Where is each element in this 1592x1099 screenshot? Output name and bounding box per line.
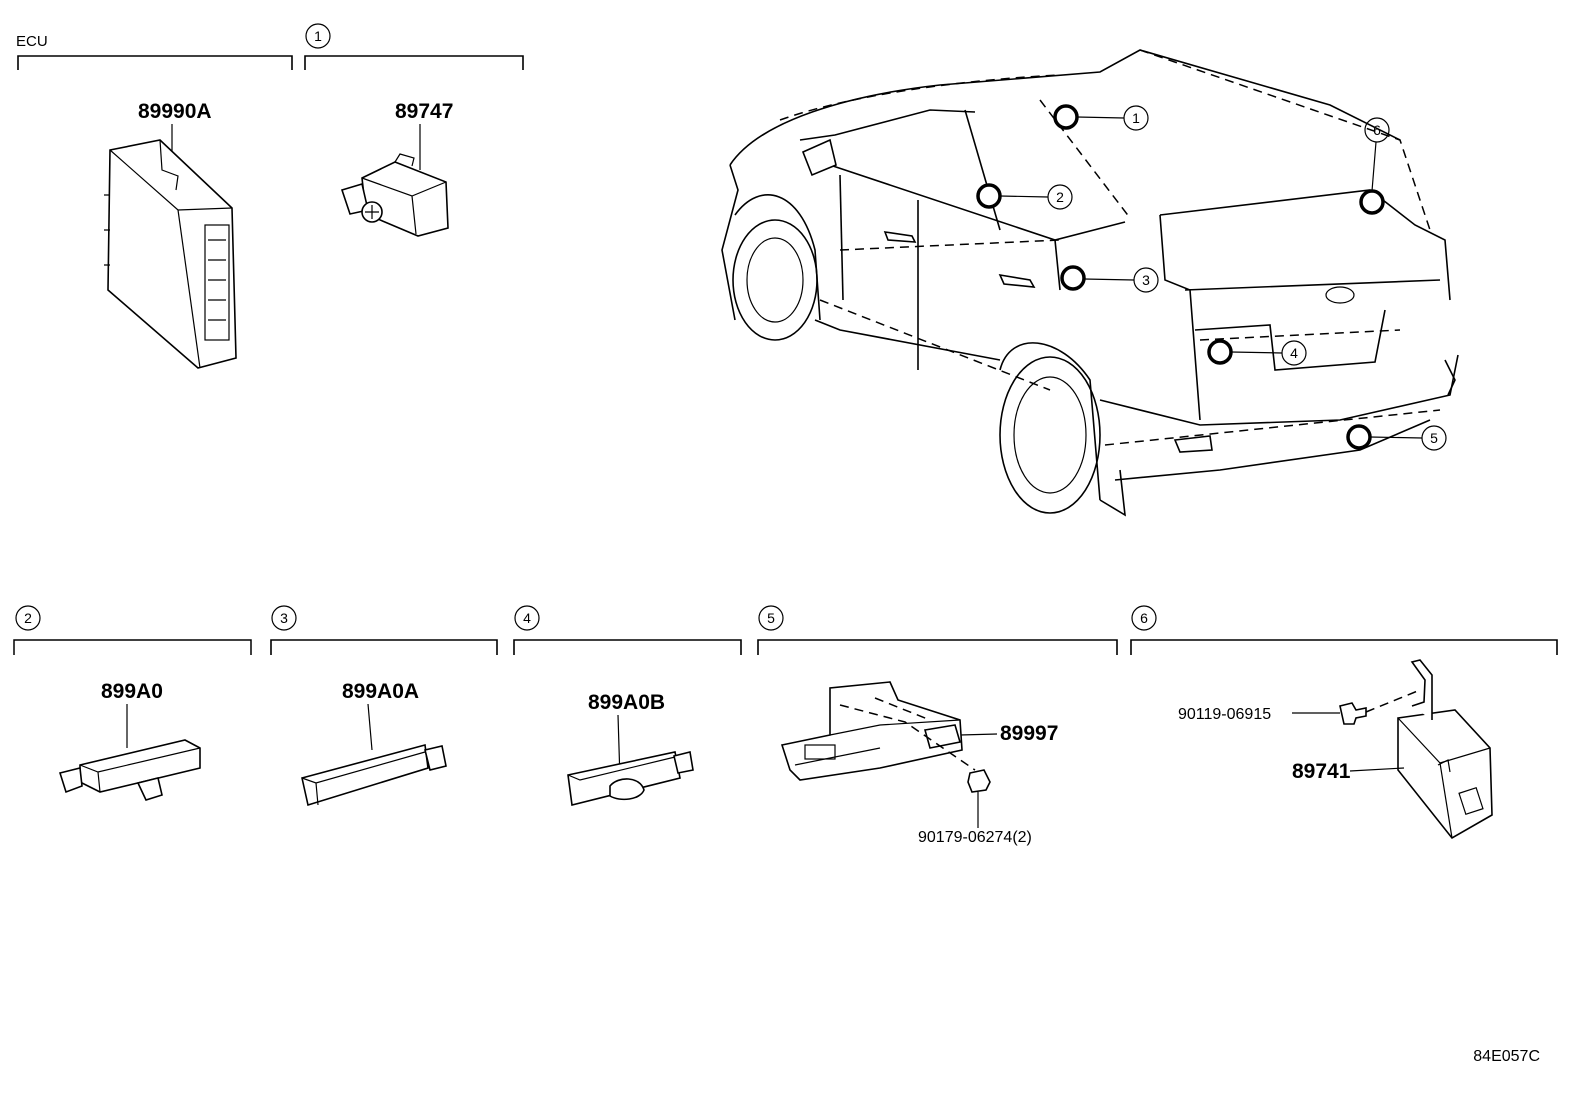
section-index-5: 5 — [767, 610, 775, 626]
part-label-899a0b: 899A0B — [588, 691, 665, 714]
section-index-circle — [305, 23, 331, 49]
control-module-icon — [1397, 709, 1493, 840]
part-89997[interactable]: 89997 90179-06274(2) — [780, 681, 1058, 846]
section-header-5: 5 — [757, 605, 1118, 655]
part-89747[interactable]: 89747 — [340, 100, 453, 237]
part-label-89997: 89997 — [1000, 722, 1058, 745]
location-marker-6[interactable] — [1359, 189, 1385, 215]
part-899a0b[interactable]: 899A0B — [567, 691, 694, 806]
location-marker-2[interactable] — [976, 183, 1002, 209]
part-label-89741: 89741 — [1292, 760, 1351, 783]
callout-3: 3 — [1142, 272, 1150, 288]
section-index-3: 3 — [280, 610, 288, 626]
part-899a0a[interactable]: 899A0A — [301, 680, 447, 807]
antenna-icon — [301, 743, 429, 807]
nut-icon — [967, 769, 991, 793]
callout-2: 2 — [1056, 189, 1064, 205]
section-index-2: 2 — [24, 610, 32, 626]
section-index-4: 4 — [523, 610, 531, 626]
diagram-code: 84E057C — [1473, 1048, 1540, 1065]
section-header-1: 1 — [304, 23, 524, 70]
section-index-6: 6 — [1140, 610, 1148, 626]
section-header-4: 4 — [513, 605, 742, 655]
location-marker-5[interactable] — [1346, 424, 1372, 450]
section-header-ecu: ECU — [16, 33, 293, 70]
section-title-ecu: ECU — [16, 33, 48, 50]
section-header-6: 6 — [1130, 605, 1558, 655]
bolt-icon — [1339, 702, 1367, 725]
vehicle-illustration — [721, 49, 1459, 517]
part-899a0[interactable]: 899A0 — [58, 680, 201, 801]
part-89741[interactable]: 90119-06915 89741 — [1178, 659, 1493, 840]
callout-5: 5 — [1430, 430, 1438, 446]
part-label-899a0: 899A0 — [101, 680, 163, 703]
section-header-2: 2 — [13, 605, 252, 655]
location-marker-1[interactable] — [1053, 104, 1079, 130]
location-marker-3[interactable] — [1060, 265, 1086, 291]
callout-4: 4 — [1290, 345, 1298, 361]
part-label-899a0a: 899A0A — [342, 680, 419, 703]
section-index-1: 1 — [314, 28, 322, 44]
vehicle-callouts: 1 2 3 4 5 6 — [976, 104, 1447, 451]
fastener-label-90179: 90179-06274(2) — [918, 829, 1032, 846]
part-label-89747: 89747 — [395, 100, 453, 123]
section-header-3: 3 — [270, 605, 498, 655]
part-89990a[interactable]: 89990A — [104, 100, 237, 369]
part-label-89990a: 89990A — [138, 100, 212, 123]
fastener-label-90119: 90119-06915 — [1178, 706, 1271, 723]
callout-1: 1 — [1132, 110, 1140, 126]
location-marker-4[interactable] — [1207, 339, 1233, 365]
callout-6: 6 — [1373, 122, 1381, 138]
sensor-module-icon — [361, 161, 449, 237]
